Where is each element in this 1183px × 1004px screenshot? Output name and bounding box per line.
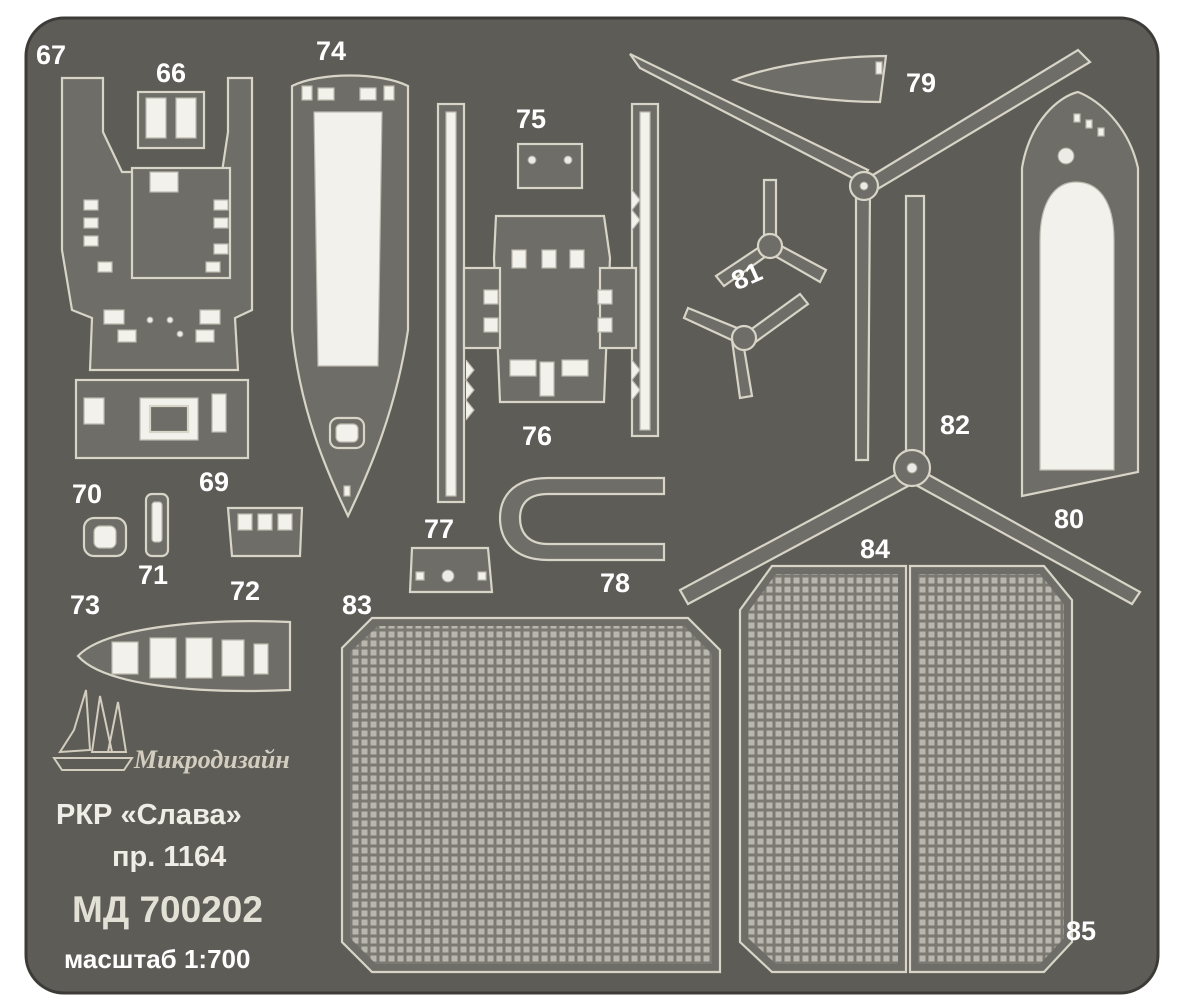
- part-74-label: 74: [316, 36, 346, 66]
- part-84-label: 84: [860, 534, 890, 564]
- part-82: 82: [678, 194, 1142, 606]
- part-80: 80: [1020, 90, 1140, 534]
- rotor-upper: [629, 48, 1092, 462]
- ship-name: РКР «Слава»: [56, 799, 242, 831]
- part-77: 77: [408, 514, 494, 594]
- part-80-label: 80: [1054, 504, 1084, 534]
- part-78: 78: [498, 476, 666, 598]
- part-75-label: 75: [516, 104, 546, 134]
- part-72: 69 72: [199, 467, 304, 606]
- part-70: 70: [72, 479, 128, 558]
- microdesign-logo: Микродизайн: [52, 689, 290, 774]
- part-80-cutout: [1039, 181, 1115, 471]
- part-76: 76: [436, 102, 660, 504]
- part-71-label: 71: [138, 560, 168, 590]
- part-84-grating: [748, 574, 898, 964]
- part-85-grating: [918, 574, 1064, 964]
- part-77-label: 77: [424, 514, 454, 544]
- part-82-mast: [904, 194, 926, 460]
- part-72-label: 72: [230, 576, 260, 606]
- part-79-shape: [730, 54, 888, 104]
- part-75-shape: [516, 142, 584, 190]
- logo-wordmark: Микродизайн: [133, 745, 290, 774]
- part-76-label: 76: [522, 421, 552, 451]
- part-74-cutout: [313, 111, 383, 367]
- scale-label: масштаб 1:700: [64, 944, 250, 974]
- part-73-label: 73: [70, 590, 100, 620]
- title-block: РКР «Слава» пр. 1164 МД 700202 масштаб 1…: [56, 799, 263, 974]
- part-82-label: 82: [940, 410, 970, 440]
- part-68: [74, 378, 250, 460]
- part-78-label: 78: [600, 568, 630, 598]
- part-81-hub-1: [756, 232, 784, 260]
- part-66-label: 66: [156, 58, 186, 88]
- part-81: 81: [682, 178, 828, 400]
- part-67-label: 67: [36, 40, 66, 70]
- part-69-label: 69: [199, 467, 229, 497]
- part-83: 83: [340, 590, 722, 974]
- part-81-hub-2: [730, 324, 758, 352]
- part-83-grating: [350, 626, 712, 964]
- part-77-shape: [408, 546, 494, 594]
- product-code: МД 700202: [72, 889, 263, 930]
- part-75: 75: [516, 104, 584, 190]
- part-70-label: 70: [72, 479, 102, 509]
- part-66: 66: [136, 58, 206, 150]
- part-67-hatch: [149, 171, 179, 193]
- sailing-ship-icon: [52, 689, 134, 771]
- part-83-label: 83: [342, 590, 372, 620]
- part-85: 85: [908, 564, 1096, 974]
- part-85-label: 85: [1066, 916, 1096, 946]
- part-79-label: 79: [906, 68, 936, 98]
- part-73: 73: [70, 590, 292, 693]
- part-71: 71: [138, 492, 170, 590]
- project-number: пр. 1164: [112, 841, 226, 873]
- part-84: 84: [738, 534, 908, 974]
- part-67: 67: [36, 40, 254, 372]
- part-74: 74: [290, 36, 410, 519]
- rotor-upper-blade-3: [854, 188, 872, 462]
- part-78-shape: [498, 476, 666, 562]
- part-79: 79: [730, 54, 936, 104]
